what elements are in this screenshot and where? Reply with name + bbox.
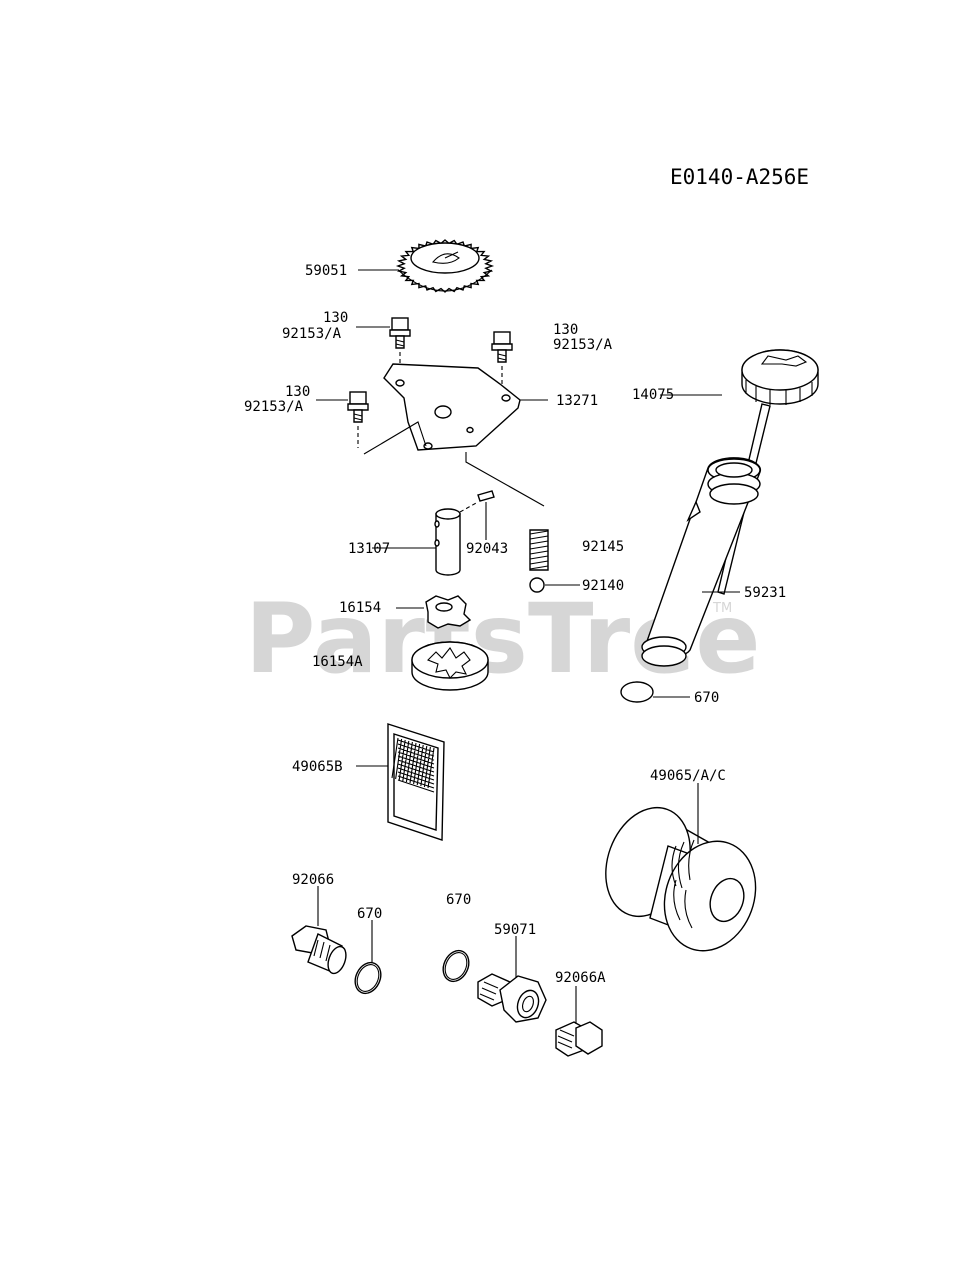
- bolt-130-upper-right[interactable]: [491, 331, 513, 388]
- label-49065B: 49065B: [292, 759, 343, 775]
- label-49065AC: 49065/A/C: [650, 768, 726, 784]
- shaft-13107[interactable]: [372, 508, 461, 576]
- label-92140: 92140: [582, 578, 624, 594]
- label-92153-a: 92153/A: [282, 326, 342, 342]
- o-ring-670-tube[interactable]: [620, 681, 690, 703]
- label-92043: 92043: [466, 541, 508, 557]
- label-16154: 16154: [339, 600, 381, 616]
- label-59051: 59051: [305, 263, 347, 279]
- label-13271: 13271: [556, 393, 598, 409]
- ball-92140[interactable]: [529, 577, 580, 593]
- label-92066: 92066: [292, 872, 334, 888]
- label-670-b: 670: [357, 906, 382, 922]
- gear-59051[interactable]: [358, 239, 495, 293]
- strainer-49065B[interactable]: [356, 723, 445, 841]
- dipstick-tube-59231[interactable]: [641, 457, 762, 667]
- o-ring-670-left[interactable]: [350, 920, 385, 998]
- label-92066A: 92066A: [555, 970, 606, 986]
- label-670-a: 670: [694, 690, 719, 706]
- oil-filter-49065AC[interactable]: [591, 783, 770, 964]
- label-130-b: 130: [553, 322, 578, 338]
- label-92153-b: 92153/A: [553, 337, 613, 353]
- label-16154A: 16154A: [312, 654, 363, 670]
- watermark-trademark: TM: [712, 601, 732, 616]
- plug-92066A[interactable]: [555, 986, 603, 1057]
- label-59231: 59231: [744, 585, 786, 601]
- bolt-130-left[interactable]: [316, 391, 369, 448]
- label-670-c: 670: [446, 892, 471, 908]
- cover-plate-13271[interactable]: [363, 363, 548, 507]
- label-92145: 92145: [582, 539, 624, 555]
- plug-92066[interactable]: [291, 886, 349, 976]
- inner-rotor-16154[interactable]: [396, 595, 472, 629]
- diagram-code: E0140-A256E: [670, 165, 809, 189]
- bolt-130-upper-left[interactable]: [356, 317, 411, 372]
- pin-92043[interactable]: [459, 490, 495, 540]
- fitting-59071[interactable]: [477, 936, 547, 1023]
- label-13107: 13107: [348, 541, 390, 557]
- label-92153-c: 92153/A: [244, 399, 304, 415]
- spring-92145[interactable]: [529, 529, 549, 571]
- o-ring-670-right[interactable]: [438, 946, 473, 985]
- outer-rotor-16154A[interactable]: [411, 641, 489, 691]
- label-130-c: 130: [285, 384, 310, 400]
- label-59071: 59071: [494, 922, 536, 938]
- label-14075: 14075: [632, 387, 674, 403]
- label-130-a: 130: [323, 310, 348, 326]
